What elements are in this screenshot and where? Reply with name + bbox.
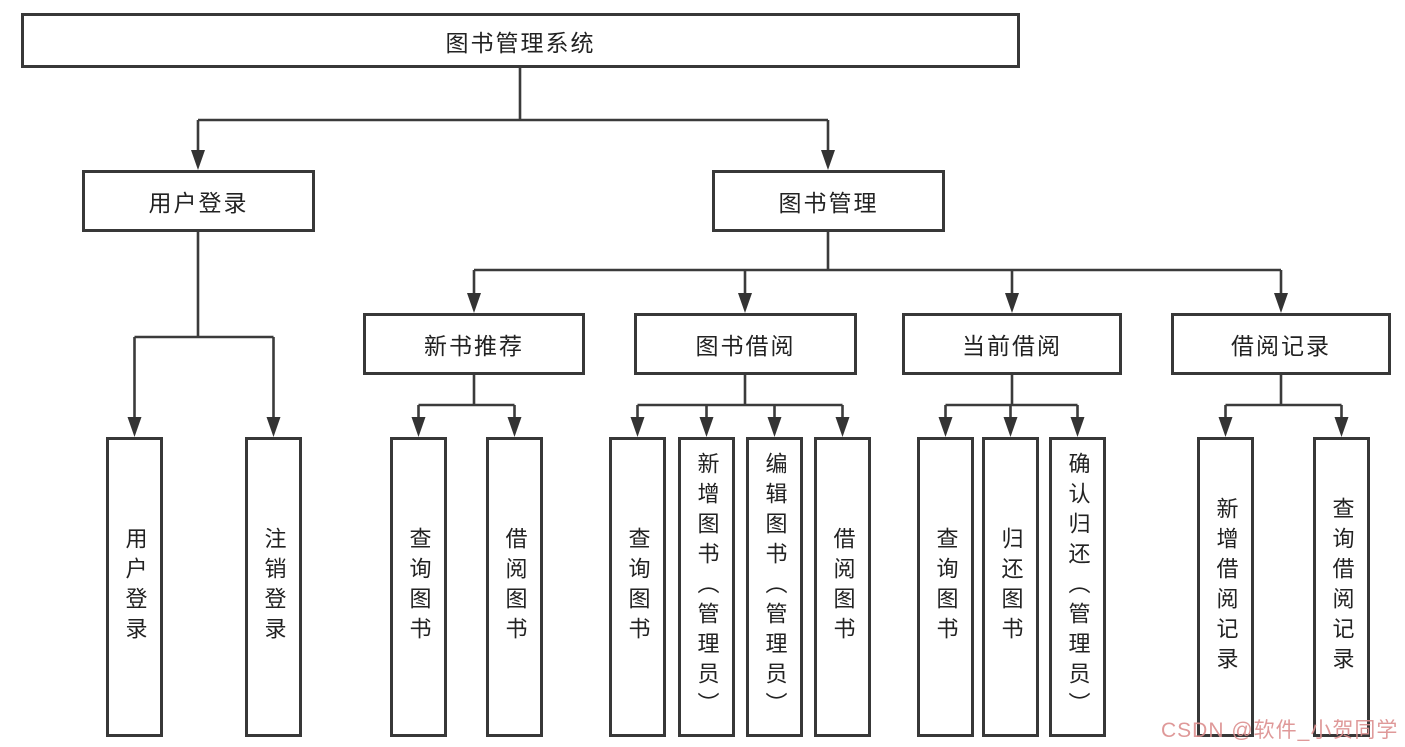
node-book-borrowing: 图书借阅 [634,313,857,375]
leaf-cb-query-books: 查询图书 [917,437,974,737]
node-current-borrowing-label: 当前借阅 [962,333,1062,359]
leaf-cb-return-books: 归还图书 [982,437,1039,737]
leaf-logout-label: 注销登录 [261,527,287,647]
arrowhead-new-book-rec [467,293,481,313]
leaf-cb-return-books-label: 归还图书 [998,527,1024,647]
leaf-bb-query-books-label: 查询图书 [625,527,651,647]
connector-book-borrow-to-leaves [636,375,844,419]
leaf-br-add-record: 新增借阅记录 [1197,437,1254,737]
node-book-management-label: 图书管理 [778,190,879,216]
arrowhead-leaf-user-login [127,417,142,437]
leaf-cb-confirm-return-admin: 确认归还（管理员） [1049,437,1106,737]
node-root-system-label: 图书管理系统 [445,29,596,56]
leaf-br-add-record-label: 新增借阅记录 [1213,497,1239,677]
connector-root-to-level2 [196,68,830,152]
node-borrowing-records: 借阅记录 [1171,313,1391,375]
leaf-nbr-query-books-label: 查询图书 [406,527,432,647]
leaf-br-query-record: 查询借阅记录 [1313,437,1370,737]
leaf-bb-edit-books-admin: 编辑图书（管理员） [746,437,803,737]
csdn-watermark: CSDN @软件_小贺同学 [1161,719,1399,742]
leaf-bb-add-books-admin-label: 新增图书（管理员） [694,452,720,722]
leaf-user-login: 用户登录 [106,437,163,737]
leaf-br-query-record-label: 查询借阅记录 [1329,497,1355,677]
connector-new-book-rec-to-leaves [417,375,516,419]
leaf-bb-borrow-books: 借阅图书 [814,437,871,737]
arrowhead-bb-query [630,417,645,437]
leaf-bb-borrow-books-label: 借阅图书 [830,527,856,647]
leaf-cb-query-books-label: 查询图书 [933,527,959,647]
connector-user-login-to-leaves [133,232,275,419]
arrowhead-bb-borrow [835,417,850,437]
arrowhead-bb-add [699,417,714,437]
connector-borrow-records-to-leaves [1224,375,1343,419]
leaf-bb-edit-books-admin-label: 编辑图书（管理员） [762,452,788,722]
node-borrowing-records-label: 借阅记录 [1231,333,1331,359]
arrowhead-current-borrow [1005,293,1019,313]
node-root-system: 图书管理系统 [21,13,1020,68]
arrowhead-bb-edit [767,417,782,437]
leaf-nbr-query-books: 查询图书 [390,437,447,737]
arrowhead-cb-return [1003,417,1018,437]
arrowhead-br-add [1218,417,1233,437]
arrowhead-user-login [191,150,205,170]
node-new-book-recommendation: 新书推荐 [363,313,585,375]
arrowhead-leaf-logout [266,417,281,437]
connector-current-borrow-to-leaves [944,375,1079,419]
leaf-bb-query-books: 查询图书 [609,437,666,737]
leaf-nbr-borrow-books: 借阅图书 [486,437,543,737]
arrowhead-borrow-records [1274,293,1288,313]
leaf-bb-add-books-admin: 新增图书（管理员） [678,437,735,737]
node-book-borrowing-label: 图书借阅 [695,333,796,359]
leaf-logout: 注销登录 [245,437,302,737]
connector-book-mgmt-to-level3 [472,232,1283,295]
node-current-borrowing: 当前借阅 [902,313,1122,375]
node-book-management: 图书管理 [712,170,945,232]
arrowhead-cb-confirm [1070,417,1085,437]
arrowhead-cb-query [938,417,953,437]
leaf-user-login-label: 用户登录 [122,527,148,647]
arrowhead-nbr-borrow [507,417,522,437]
arrowhead-book-borrow [738,293,752,313]
leaf-nbr-borrow-books-label: 借阅图书 [502,527,528,647]
arrowhead-nbr-query [411,417,426,437]
node-user-login: 用户登录 [82,170,315,232]
arrowhead-br-query [1334,417,1349,437]
leaf-cb-confirm-return-admin-label: 确认归还（管理员） [1065,452,1091,722]
arrowhead-book-mgmt [821,150,835,170]
node-new-book-recommendation-label: 新书推荐 [424,333,524,359]
node-user-login-label: 用户登录 [148,190,249,216]
